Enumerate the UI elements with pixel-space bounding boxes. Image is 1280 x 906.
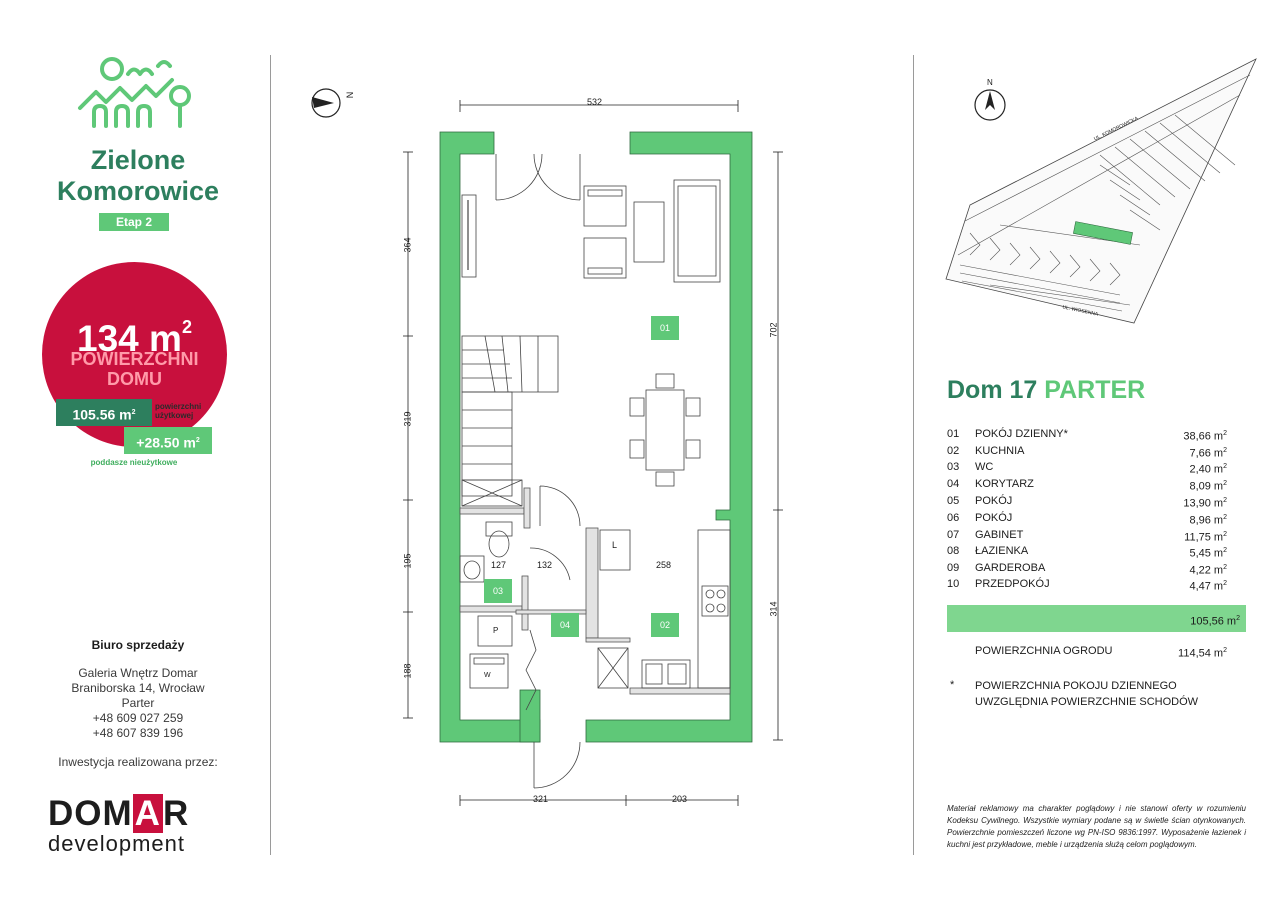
dimension-label: 532	[587, 97, 603, 107]
dimension-label: 127	[491, 560, 507, 570]
dimension-label: 364	[402, 237, 413, 253]
sales-office-line: Galeria Wnętrz Domar	[78, 666, 198, 680]
plan-compass-icon	[311, 88, 341, 118]
stage-badge: Etap 2	[99, 213, 169, 231]
garden-area-label: POWIERZCHNIA OGRODU	[975, 645, 1113, 657]
brand-name-line1: Zielone	[90, 145, 186, 175]
brand-name-line2: Komorowice	[56, 176, 220, 206]
site-map-compass-icon	[974, 89, 1006, 121]
plan-compass-label: N	[344, 91, 355, 99]
site-map	[945, 58, 1257, 324]
floor-plan	[311, 88, 783, 806]
fixture-label: W	[484, 672, 491, 679]
sales-office-line: Parter	[121, 696, 155, 710]
room-tag-04[interactable]: 04	[551, 613, 579, 637]
dimension-label: 314	[768, 601, 779, 617]
dimension-label: 188	[402, 663, 413, 679]
house-title: Dom 17 PARTER	[947, 376, 1146, 404]
total-area-bar: 105,56 m2	[947, 605, 1246, 632]
developer-logo: DOMAR	[48, 794, 190, 833]
room-tag-01[interactable]: 01	[651, 316, 679, 340]
disclaimer: Materiał reklamowy ma charakter poglądow…	[947, 804, 1246, 849]
fixture-label: P	[493, 626, 499, 635]
dimension-label: 203	[672, 794, 688, 804]
attic-area-badge: +28.50 m2	[124, 427, 212, 454]
dimension-label: 132	[537, 560, 553, 570]
dimension-label: 321	[533, 794, 549, 804]
fixture-label: L	[612, 540, 618, 550]
sales-office-title: Biuro sprzedaży	[91, 638, 185, 652]
sales-office-phone[interactable]: +48 607 839 196	[92, 726, 184, 740]
divider-right	[913, 55, 914, 855]
brand-logo-icon	[78, 57, 191, 128]
total-area-value: 134 m2	[77, 317, 192, 359]
sales-office-phone[interactable]: +48 609 027 259	[92, 711, 184, 725]
sales-office-line: Braniborska 14, Wrocław	[71, 681, 205, 695]
dimension-label: 195	[402, 553, 413, 569]
dimension-label: 702	[768, 322, 779, 338]
total-area-value-table: 105,56 m2	[1190, 615, 1240, 628]
site-map-compass-label: N	[987, 78, 993, 87]
investor-label: Inwestycja realizowana przez:	[58, 755, 218, 769]
dimension-label: 319	[402, 411, 413, 427]
note-asterisk: *	[950, 679, 955, 691]
room-tag-02[interactable]: 02	[651, 613, 679, 637]
divider-left	[270, 55, 271, 855]
developer-subtitle: development	[48, 831, 185, 856]
usable-area-badge: 105.56 m2	[56, 399, 152, 426]
attic-area-label: poddasze nieużytkowe	[90, 458, 178, 467]
garden-area-value: 114,54 m2	[1178, 647, 1227, 660]
dimension-label: 258	[656, 560, 672, 570]
room-tag-03[interactable]: 03	[484, 579, 512, 603]
